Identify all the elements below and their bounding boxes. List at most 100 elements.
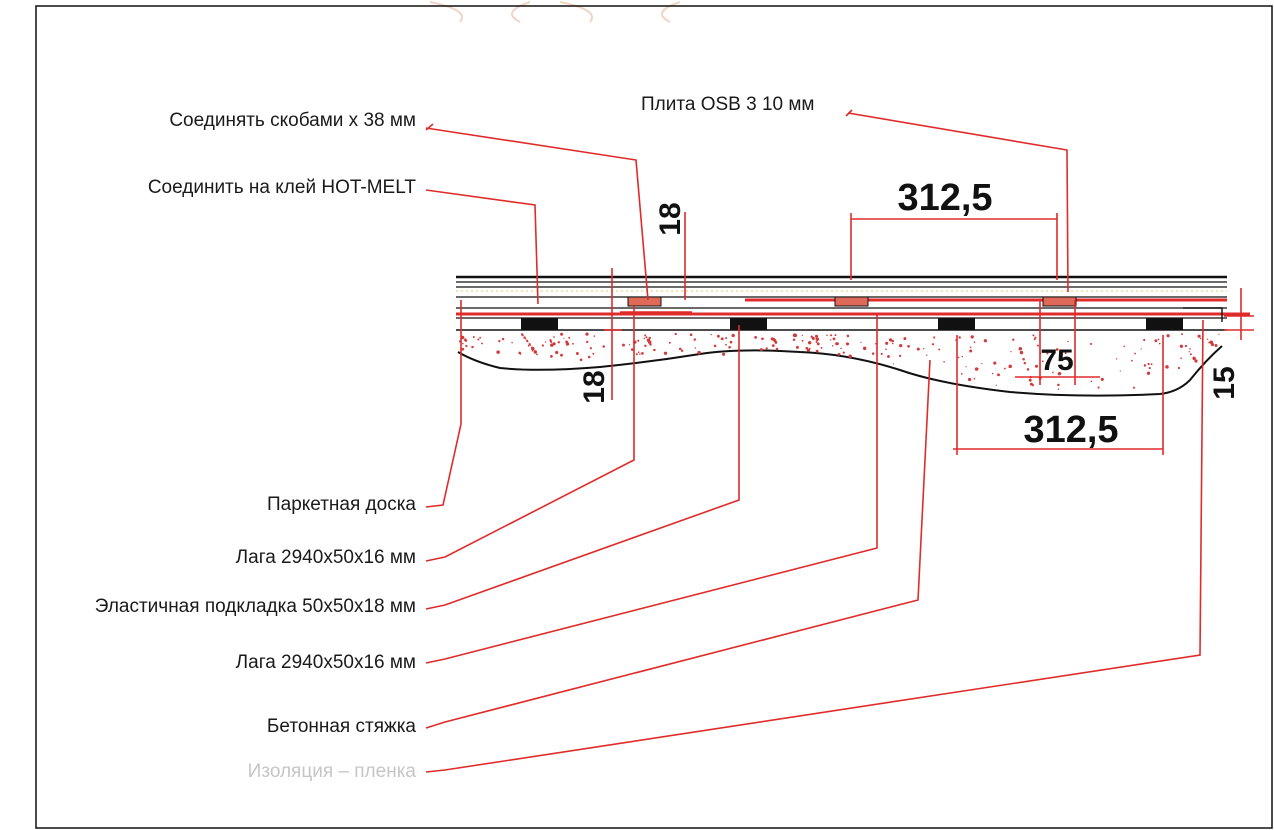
screed-dot: [589, 347, 592, 350]
screed-dot: [809, 347, 811, 350]
screed-dot: [694, 347, 697, 349]
screed-dot: [831, 345, 834, 347]
screed-dot: [639, 353, 641, 355]
screed-dot: [524, 337, 527, 340]
hotmelt-strips: [627, 296, 1077, 307]
screed-dot: [1209, 340, 1214, 345]
screed-dot: [713, 344, 717, 348]
screed-dot: [586, 340, 589, 344]
screed-dot: [1131, 359, 1133, 362]
screed-dot: [622, 343, 625, 347]
screed-dot: [1179, 344, 1184, 348]
screed-dot: [891, 339, 894, 343]
screed-dot: [1143, 364, 1147, 367]
screed-dot: [1184, 344, 1188, 348]
screed-dot: [678, 347, 682, 351]
screed-dot: [587, 355, 591, 359]
screed-dot: [832, 337, 836, 341]
screed-dot: [907, 344, 910, 348]
screed-dot: [731, 333, 735, 338]
leader-lag-top: [425, 306, 635, 562]
screed-dot: [654, 349, 656, 351]
screed-dot: [710, 333, 712, 336]
screed-dot: [834, 334, 837, 337]
screed-dot: [568, 336, 571, 339]
screed-dot: [759, 348, 763, 352]
screed-dot: [697, 350, 701, 355]
screed-dot: [792, 333, 797, 337]
screed-dot: [470, 346, 473, 348]
screed-dot: [765, 347, 768, 350]
screed-dot: [1097, 386, 1100, 389]
screed-dot: [991, 372, 994, 375]
screed-dot: [1166, 334, 1170, 338]
screed-dot: [923, 348, 925, 350]
screed-dot: [1197, 334, 1201, 338]
screed-dot: [792, 338, 796, 342]
screed-dot: [592, 352, 595, 355]
screed-dot: [1057, 372, 1062, 376]
screed-dot: [846, 334, 850, 338]
screed-dot: [981, 362, 983, 365]
screed-dot: [1119, 370, 1121, 372]
screed-dot: [826, 334, 828, 337]
screed-dot: [565, 340, 568, 344]
screed-dot: [815, 337, 820, 342]
screed-dot: [1028, 378, 1032, 382]
screed-dot: [1143, 338, 1146, 342]
screed-dot: [1067, 340, 1069, 343]
screed-dot: [648, 336, 651, 340]
screed-dot: [1089, 342, 1093, 346]
screed-dot: [795, 345, 799, 349]
screed-dot: [519, 353, 522, 355]
screed-dot: [836, 342, 839, 346]
screed-dot: [887, 355, 890, 358]
screed-dot: [1115, 358, 1118, 360]
screed-dot: [1150, 363, 1153, 366]
screed-dot: [1046, 352, 1049, 355]
screed-dot: [840, 347, 842, 350]
label-parquet: Паркетная доска: [267, 494, 416, 515]
screed-dot: [974, 367, 979, 371]
screed-dot: [1188, 351, 1190, 353]
screed-dot: [1057, 388, 1060, 390]
screed-dot: [830, 334, 833, 337]
screed-dot: [644, 334, 647, 337]
screed-dot: [1008, 364, 1012, 369]
screed-dot: [1199, 337, 1202, 340]
screed-dot: [848, 354, 852, 358]
screed-dot: [637, 339, 640, 342]
screed-dot: [885, 341, 889, 345]
watermark: [429, 1, 681, 23]
screed-dot: [1018, 346, 1023, 351]
screed-dot: [1154, 339, 1158, 343]
screed-dot: [1100, 377, 1104, 381]
screed-dot: [860, 341, 862, 344]
edge-insulation: [1183, 307, 1223, 322]
screed-dot: [541, 344, 545, 347]
screed-dot: [1214, 344, 1218, 347]
label-insulation: Изоляция – пленка: [248, 761, 417, 782]
screed-dot: [885, 348, 887, 351]
screed-dot: [880, 352, 883, 355]
label-screed: Бетонная стяжка: [267, 716, 417, 737]
leader-parquet: [425, 300, 462, 508]
screed-dot: [560, 353, 563, 357]
screed-dot: [729, 340, 733, 344]
screed-dot: [1140, 348, 1142, 350]
screed-dot: [1032, 334, 1035, 337]
screed-dot: [533, 350, 538, 354]
screed-dot: [1146, 371, 1151, 375]
dim-pad-height-bottom: 18: [578, 370, 611, 403]
screed-dot: [628, 344, 631, 346]
screed-dot: [916, 347, 920, 351]
screed-dot: [560, 332, 564, 336]
screed-dot: [1055, 348, 1059, 351]
leader-staples: [425, 127, 649, 301]
screed-dot: [814, 334, 819, 338]
screed-dot: [472, 336, 475, 338]
screed-dot: [1132, 386, 1136, 389]
screed-dot: [593, 335, 596, 337]
screed-dot: [1033, 338, 1036, 341]
screed-dot: [1157, 338, 1160, 341]
